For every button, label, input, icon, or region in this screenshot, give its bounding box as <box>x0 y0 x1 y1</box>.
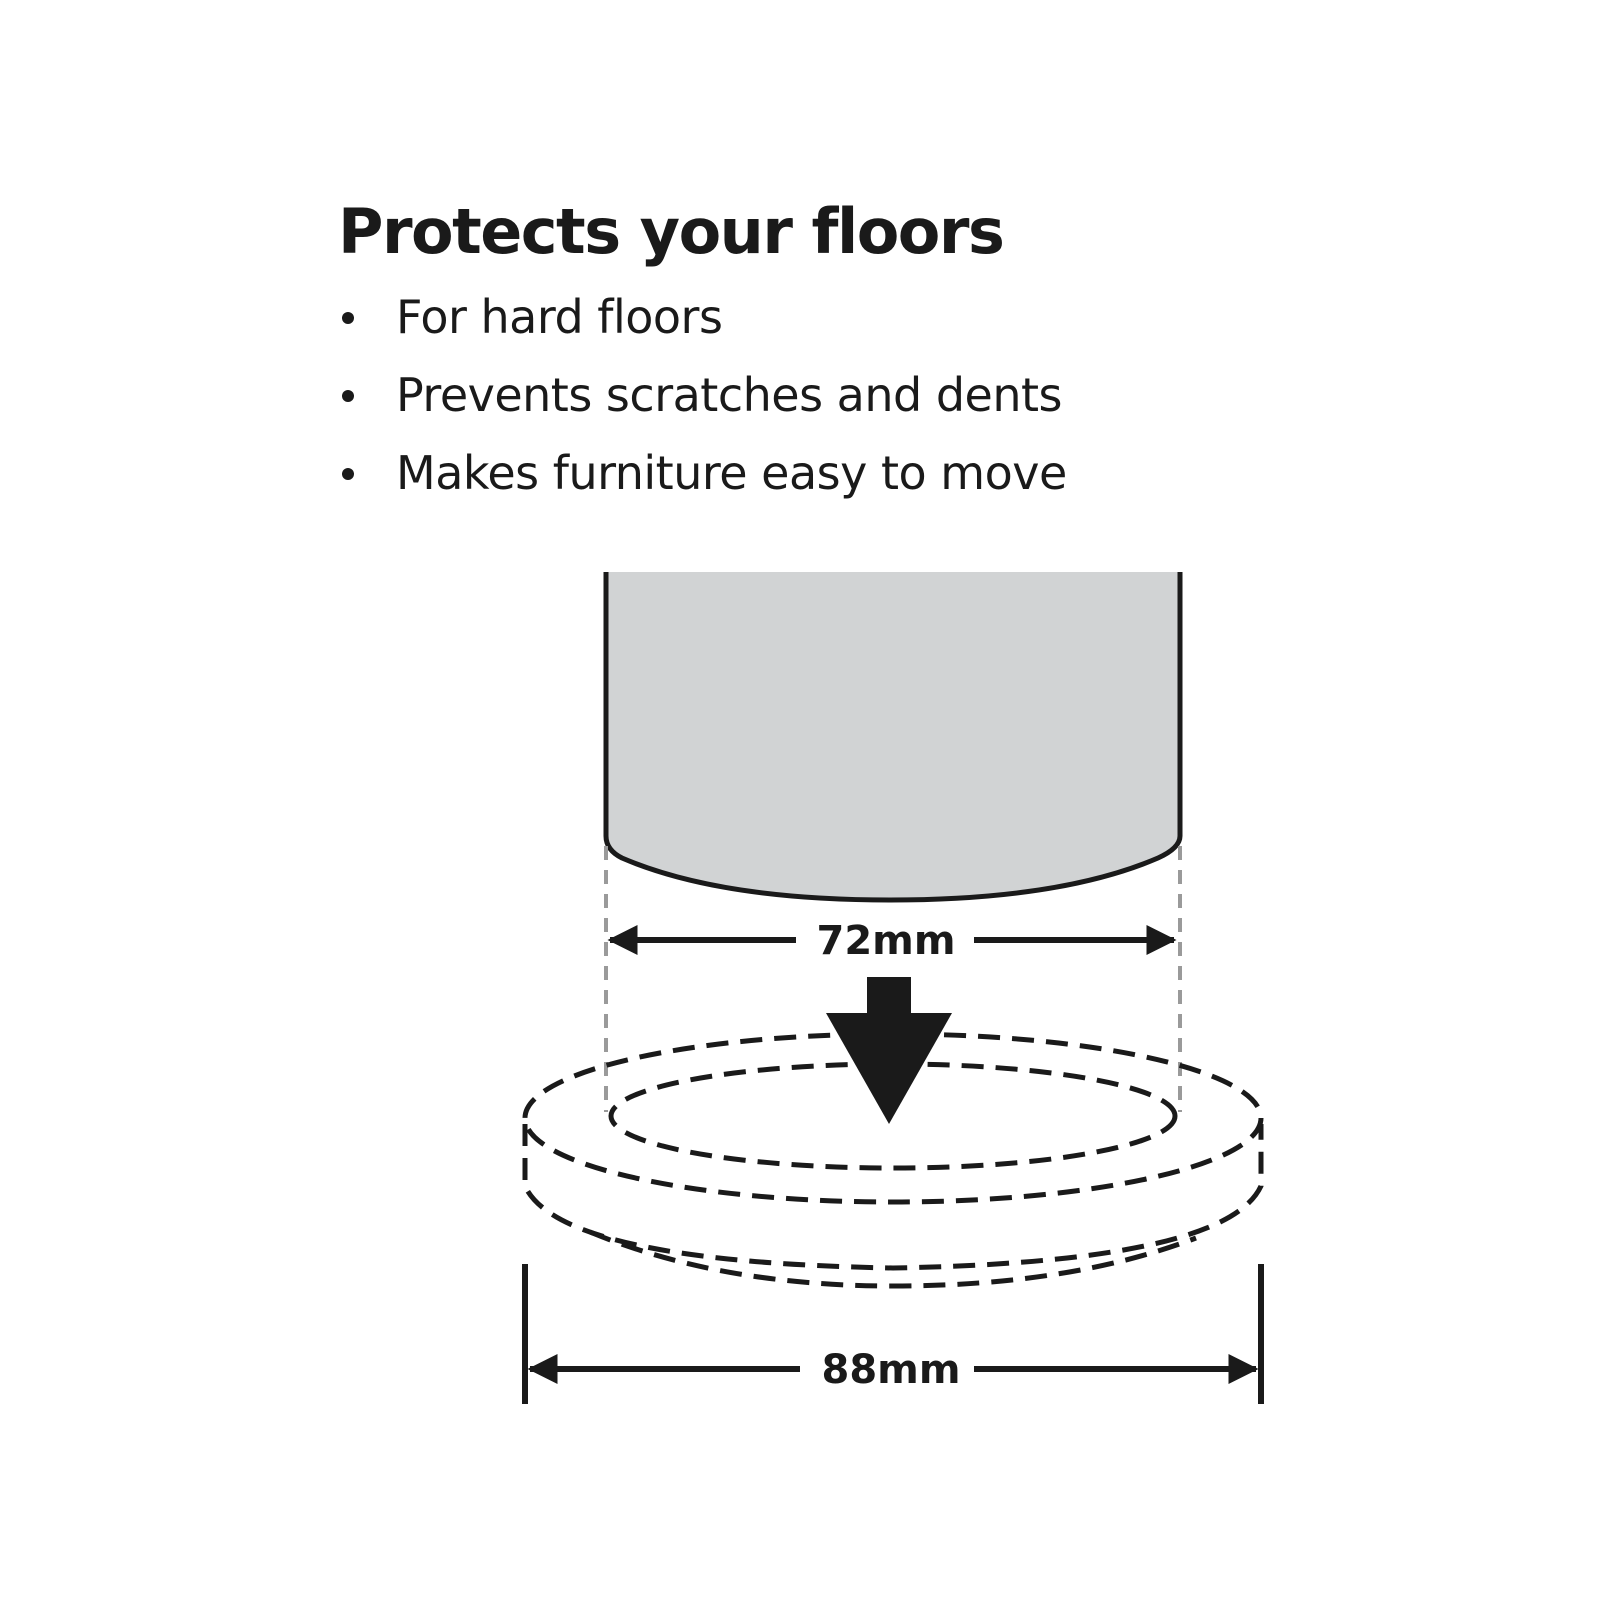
pad-width-label: 88mm <box>821 1347 960 1393</box>
feature-list: For hard floors Prevents scratches and d… <box>338 278 1338 512</box>
feature-text: Prevents scratches and dents <box>396 368 1062 422</box>
bullet-dot-icon <box>342 390 354 402</box>
down-arrow-icon <box>826 977 952 1124</box>
bullet-dot-icon <box>342 312 354 324</box>
feature-text: Makes furniture easy to move <box>396 446 1067 500</box>
headline: Protects your floors <box>338 195 1005 268</box>
pad-width-dimension: 88mm <box>522 1264 1264 1404</box>
bullet-dot-icon <box>342 468 354 480</box>
leg-width-dimension: 72mm <box>607 918 1177 964</box>
feature-item: Makes furniture easy to move <box>338 434 1338 512</box>
feature-item: Prevents scratches and dents <box>338 356 1338 434</box>
feature-text: For hard floors <box>396 290 723 344</box>
feature-item: For hard floors <box>338 278 1338 356</box>
furniture-leg-illustration <box>603 572 1183 903</box>
leg-width-label: 72mm <box>816 918 955 964</box>
feature-block: Protects your floors For hard floors Pre… <box>338 196 1338 512</box>
